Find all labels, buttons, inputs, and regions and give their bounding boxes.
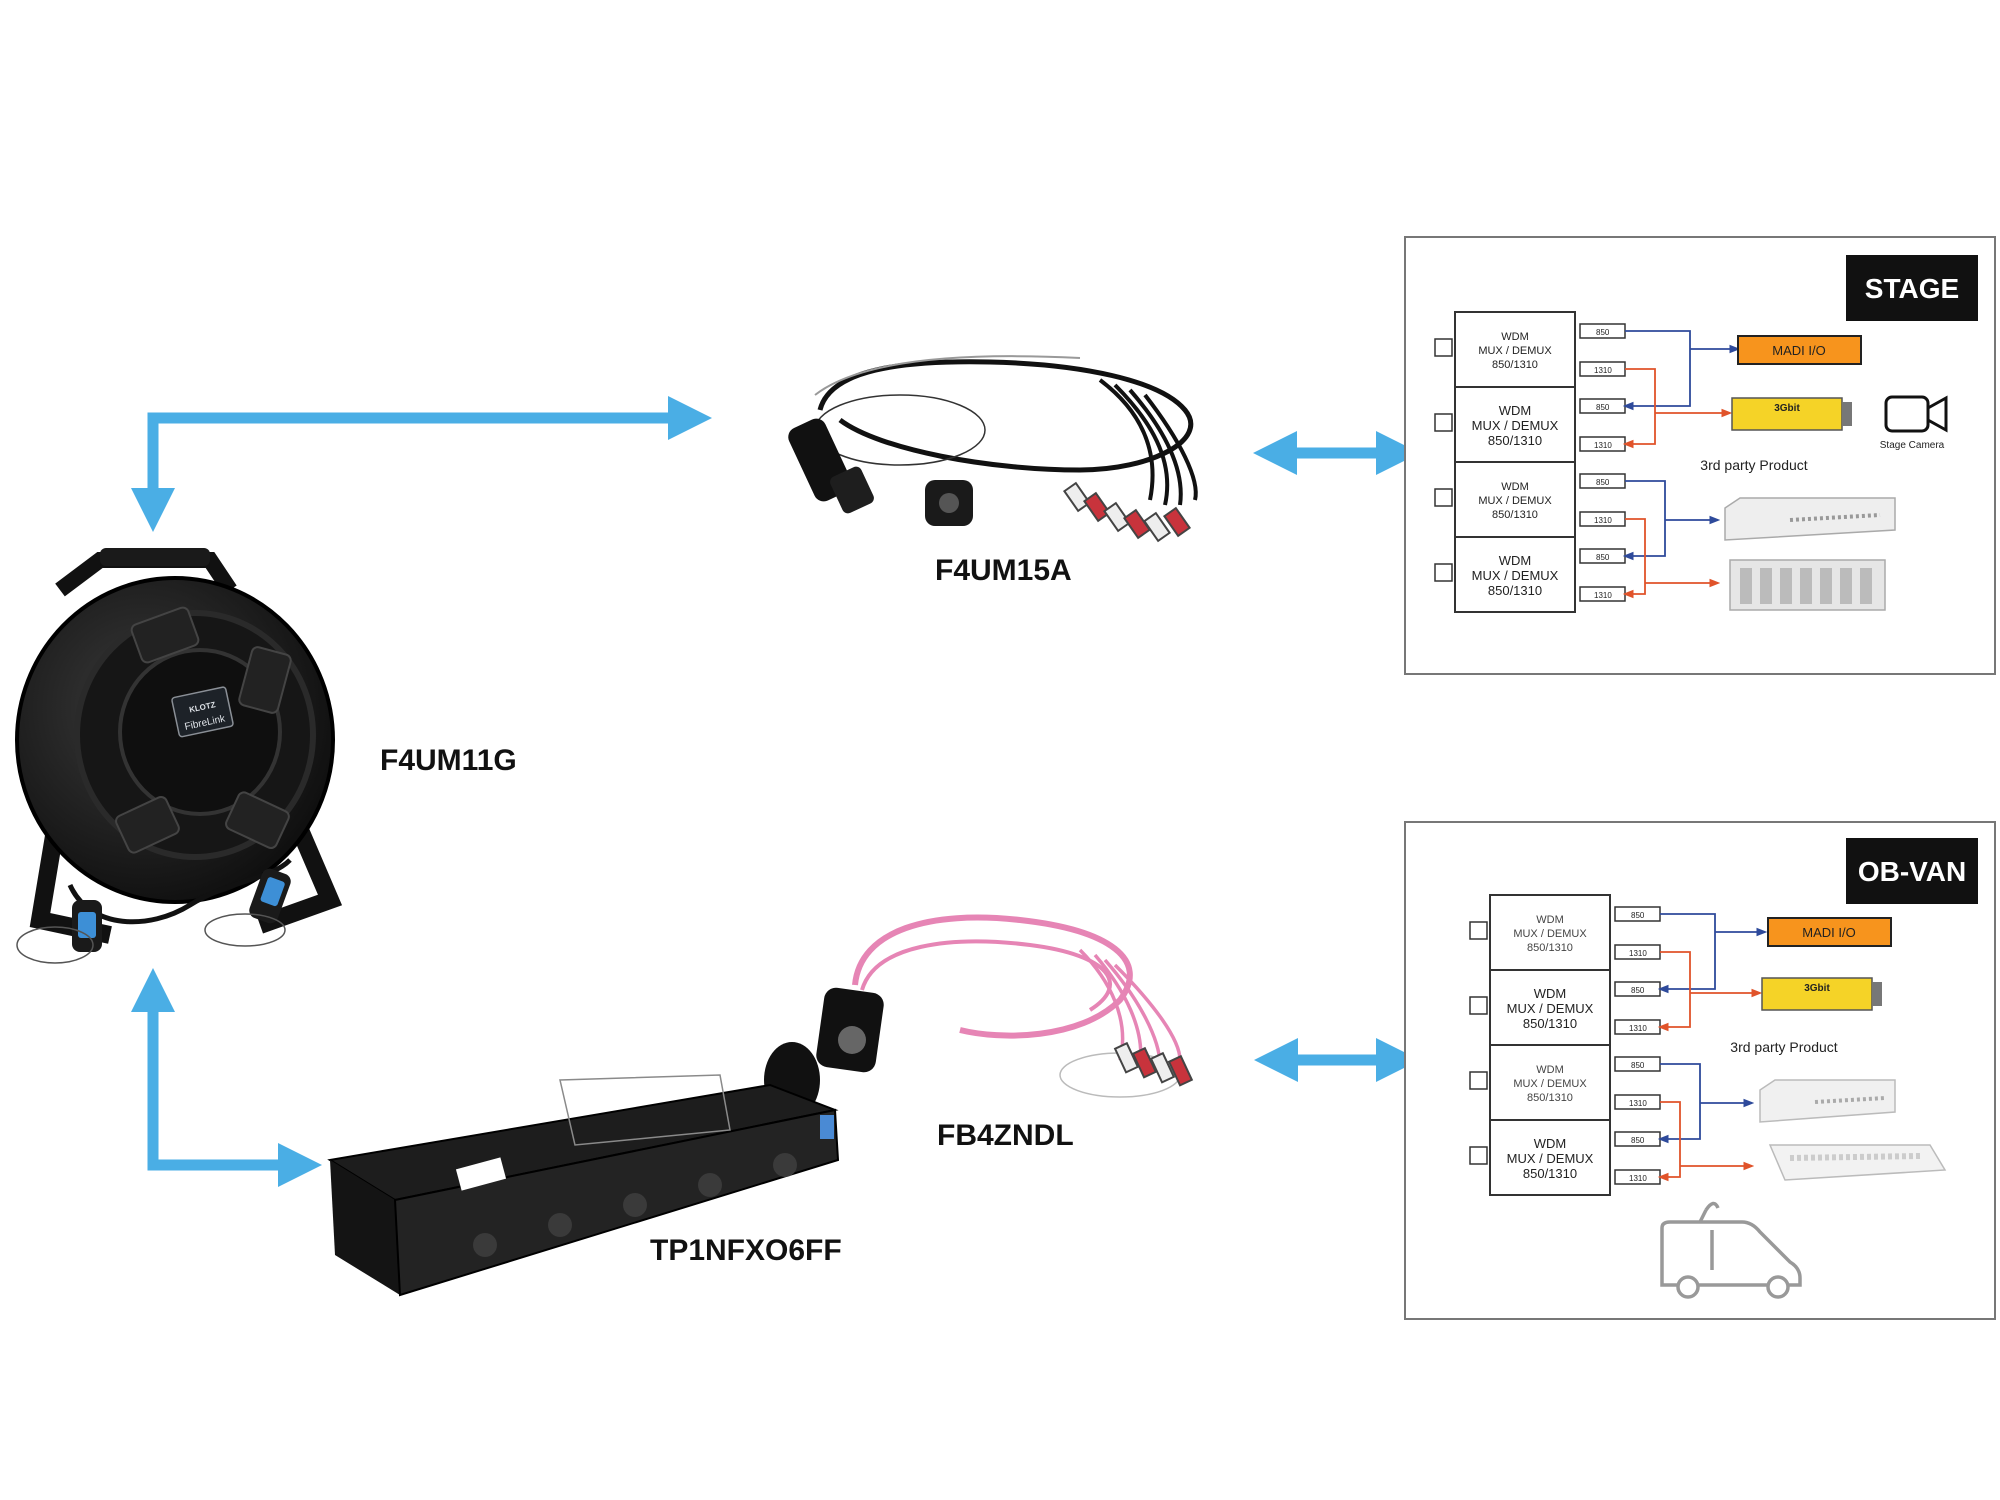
stage-wdm-stack: WDM MUX / DEMUX 850/1310 850 1310 WDM MU… [1434, 311, 1626, 613]
svg-text:1310: 1310 [1594, 591, 1612, 600]
svg-text:850/1310: 850/1310 [1523, 1016, 1577, 1031]
svg-text:850/1310: 850/1310 [1527, 942, 1573, 954]
svg-text:WDM: WDM [1501, 331, 1529, 343]
stage-madi-label: MADI I/O [1772, 343, 1825, 358]
svg-text:850/1310: 850/1310 [1488, 583, 1542, 598]
svg-text:850/1310: 850/1310 [1492, 509, 1538, 521]
label-reel: F4UM11G [380, 744, 517, 777]
van-icon [1660, 1201, 1802, 1299]
stage-network-switch [1724, 497, 1896, 541]
obvan-network-switch [1759, 1079, 1896, 1123]
svg-text:WDM: WDM [1499, 553, 1532, 568]
svg-text:850/1310: 850/1310 [1488, 433, 1542, 448]
svg-text:850: 850 [1631, 986, 1645, 995]
stage-third-party-label: 3rd party Product [1700, 457, 1807, 473]
svg-text:3Gbit: 3Gbit [1804, 983, 1830, 994]
rack-panel-image [327, 1074, 840, 1297]
stage-rack-frame [1729, 559, 1886, 611]
stage-wdm-module: WDM MUX / DEMUX 850/1310 850 1310 [1434, 461, 1626, 538]
svg-text:850: 850 [1596, 328, 1610, 337]
stage-camera-label: Stage Camera [1880, 440, 1945, 451]
svg-text:850: 850 [1631, 1136, 1645, 1145]
stage-title: STAGE [1865, 273, 1959, 304]
svg-text:850/1310: 850/1310 [1492, 359, 1538, 371]
camera-icon [1884, 395, 1948, 433]
obvan-madi-label: MADI I/O [1802, 925, 1855, 940]
obvan-wdm-module: WDM MUX / DEMUX 850/1310 850 1310 [1469, 1119, 1661, 1196]
obvan-mixing-console [1768, 1144, 1947, 1181]
svg-text:850: 850 [1596, 478, 1610, 487]
svg-text:MUX / DEMUX: MUX / DEMUX [1507, 1151, 1594, 1166]
svg-text:WDM: WDM [1534, 1136, 1567, 1151]
svg-text:850: 850 [1631, 911, 1645, 920]
label-breakout-bottom: FB4ZNDL [937, 1119, 1074, 1152]
label-panel: TP1NFXO6FF [650, 1234, 842, 1267]
svg-text:850: 850 [1596, 553, 1610, 562]
breakout-cable-bottom-image [764, 914, 1194, 1118]
svg-text:1310: 1310 [1629, 1174, 1647, 1183]
obvan-title: OB-VAN [1858, 856, 1966, 887]
svg-text:850: 850 [1631, 1061, 1645, 1070]
blue-arrows [131, 396, 1420, 1187]
svg-text:850/1310: 850/1310 [1523, 1166, 1577, 1181]
obvan-third-party-label: 3rd party Product [1730, 1039, 1837, 1055]
svg-text:WDM: WDM [1536, 914, 1564, 926]
svg-text:WDM: WDM [1499, 403, 1532, 418]
svg-text:MUX / DEMUX: MUX / DEMUX [1507, 1001, 1594, 1016]
stage-sdi-converter: 3Gbit [1731, 397, 1852, 431]
svg-text:MUX / DEMUX: MUX / DEMUX [1478, 495, 1552, 507]
svg-text:1310: 1310 [1594, 441, 1612, 450]
svg-text:MUX / DEMUX: MUX / DEMUX [1478, 345, 1552, 357]
stage-wdm-module: WDM MUX / DEMUX 850/1310 850 1310 [1434, 536, 1626, 613]
obvan-wdm-module: WDM MUX / DEMUX 850/1310 850 1310 [1469, 1044, 1661, 1121]
svg-text:MUX / DEMUX: MUX / DEMUX [1513, 1078, 1587, 1090]
stage-panel: STAGE WDM MUX / DEMUX 850/1310 850 1310 … [1404, 236, 1996, 675]
cable-reel-image: KLOTZ FibreLink [15, 548, 343, 964]
svg-text:1310: 1310 [1629, 1024, 1647, 1033]
obvan-sdi-converter: 3Gbit [1761, 977, 1882, 1011]
breakout-cable-top-image [788, 355, 1198, 543]
label-breakout-top: F4UM15A [935, 554, 1072, 587]
svg-text:1310: 1310 [1629, 1099, 1647, 1108]
svg-text:MUX / DEMUX: MUX / DEMUX [1472, 418, 1559, 433]
svg-text:1310: 1310 [1594, 366, 1612, 375]
arrow-reel-to-panel [131, 968, 322, 1187]
svg-text:1310: 1310 [1594, 516, 1612, 525]
svg-text:3Gbit: 3Gbit [1774, 403, 1800, 414]
svg-text:MUX / DEMUX: MUX / DEMUX [1513, 928, 1587, 940]
obvan-panel: OB-VAN WDM MUX / DEMUX 850/1310 850 1310… [1404, 821, 1996, 1320]
obvan-wdm-module: WDM MUX / DEMUX 850/1310 850 1310 [1469, 894, 1661, 971]
svg-text:850: 850 [1596, 403, 1610, 412]
svg-text:850/1310: 850/1310 [1527, 1092, 1573, 1104]
svg-text:WDM: WDM [1534, 986, 1567, 1001]
obvan-wdm-stack: WDM MUX / DEMUX 850/1310 850 1310 WDM MU… [1469, 894, 1661, 1196]
svg-text:WDM: WDM [1501, 481, 1529, 493]
arrow-reel-to-breakout-top [131, 396, 712, 532]
svg-text:1310: 1310 [1629, 949, 1647, 958]
svg-text:WDM: WDM [1536, 1064, 1564, 1076]
svg-text:MUX / DEMUX: MUX / DEMUX [1472, 568, 1559, 583]
